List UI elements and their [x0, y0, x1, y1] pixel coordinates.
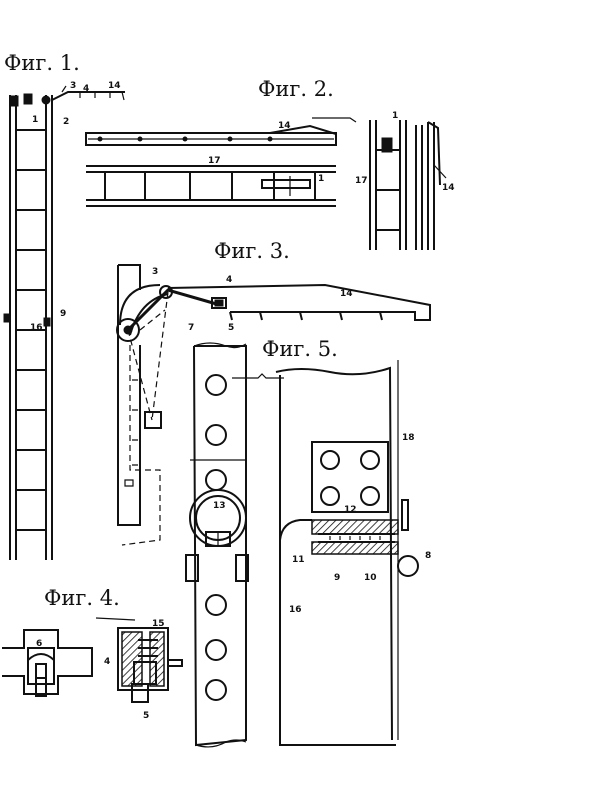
fig4-label-6: 6 [36, 639, 42, 649]
fig2-label-14-end: 14 [442, 183, 455, 193]
figure-1-title: Фиг. 1. [4, 51, 80, 75]
ladder-rungs [16, 129, 46, 531]
fig5-label-10: 10 [364, 573, 377, 583]
fig1-label-14: 14 [108, 81, 121, 91]
fig3-label-7: 7 [188, 323, 194, 333]
fig3-label-14: 14 [340, 289, 353, 299]
fig1-label-16: 16 [30, 323, 43, 333]
fig2-label-17-lower: 17 [208, 156, 221, 166]
figure-3-title: Фиг. 3. [214, 239, 290, 263]
figure-1: Фиг. 1. 3 4 14 [3, 51, 125, 560]
fig5-label-11: 11 [292, 555, 305, 565]
fig2-label-14-top: 14 [278, 121, 291, 131]
figure-3: Фиг. 3. 3 4 14 7 5 [116, 239, 431, 546]
fig3-label-3: 3 [152, 267, 158, 277]
figure-2: Фиг. 2. [85, 77, 455, 250]
fig5-label-9: 9 [334, 573, 340, 583]
figure-5: Фиг. 5. [185, 337, 431, 748]
fig5-label-12: 12 [344, 505, 357, 515]
fig2-label-1-end: 1 [392, 111, 398, 121]
figure-5-title: Фиг. 5. [262, 337, 338, 361]
fig2-label-17-end: 17 [355, 176, 368, 186]
fig1-label-2: 2 [63, 117, 69, 127]
figure-4-title: Фиг. 4. [44, 586, 120, 610]
fig1-label-4: 4 [83, 84, 89, 94]
fig5-label-16: 16 [289, 605, 302, 615]
fig1-label-9: 9 [60, 309, 66, 319]
fig3-label-5: 5 [228, 323, 234, 333]
pivot-wheel [116, 318, 140, 342]
fig4-label-4: 4 [104, 657, 110, 667]
fig5-label-13: 13 [213, 501, 226, 511]
fig1-label-3: 3 [70, 81, 76, 91]
figure-4: Фиг. 4. 6 15 4 5 [2, 586, 183, 721]
fig5-label-18: 18 [402, 433, 415, 443]
fig4-label-15: 15 [152, 619, 165, 629]
fig5-label-8: 8 [425, 551, 431, 561]
fig1-label-1: 1 [32, 115, 38, 125]
figure-2-title: Фиг. 2. [258, 77, 334, 101]
fig4-label-5: 5 [143, 711, 149, 721]
fig2-label-1-lower: 1 [318, 174, 324, 184]
fig3-label-4: 4 [226, 275, 232, 285]
